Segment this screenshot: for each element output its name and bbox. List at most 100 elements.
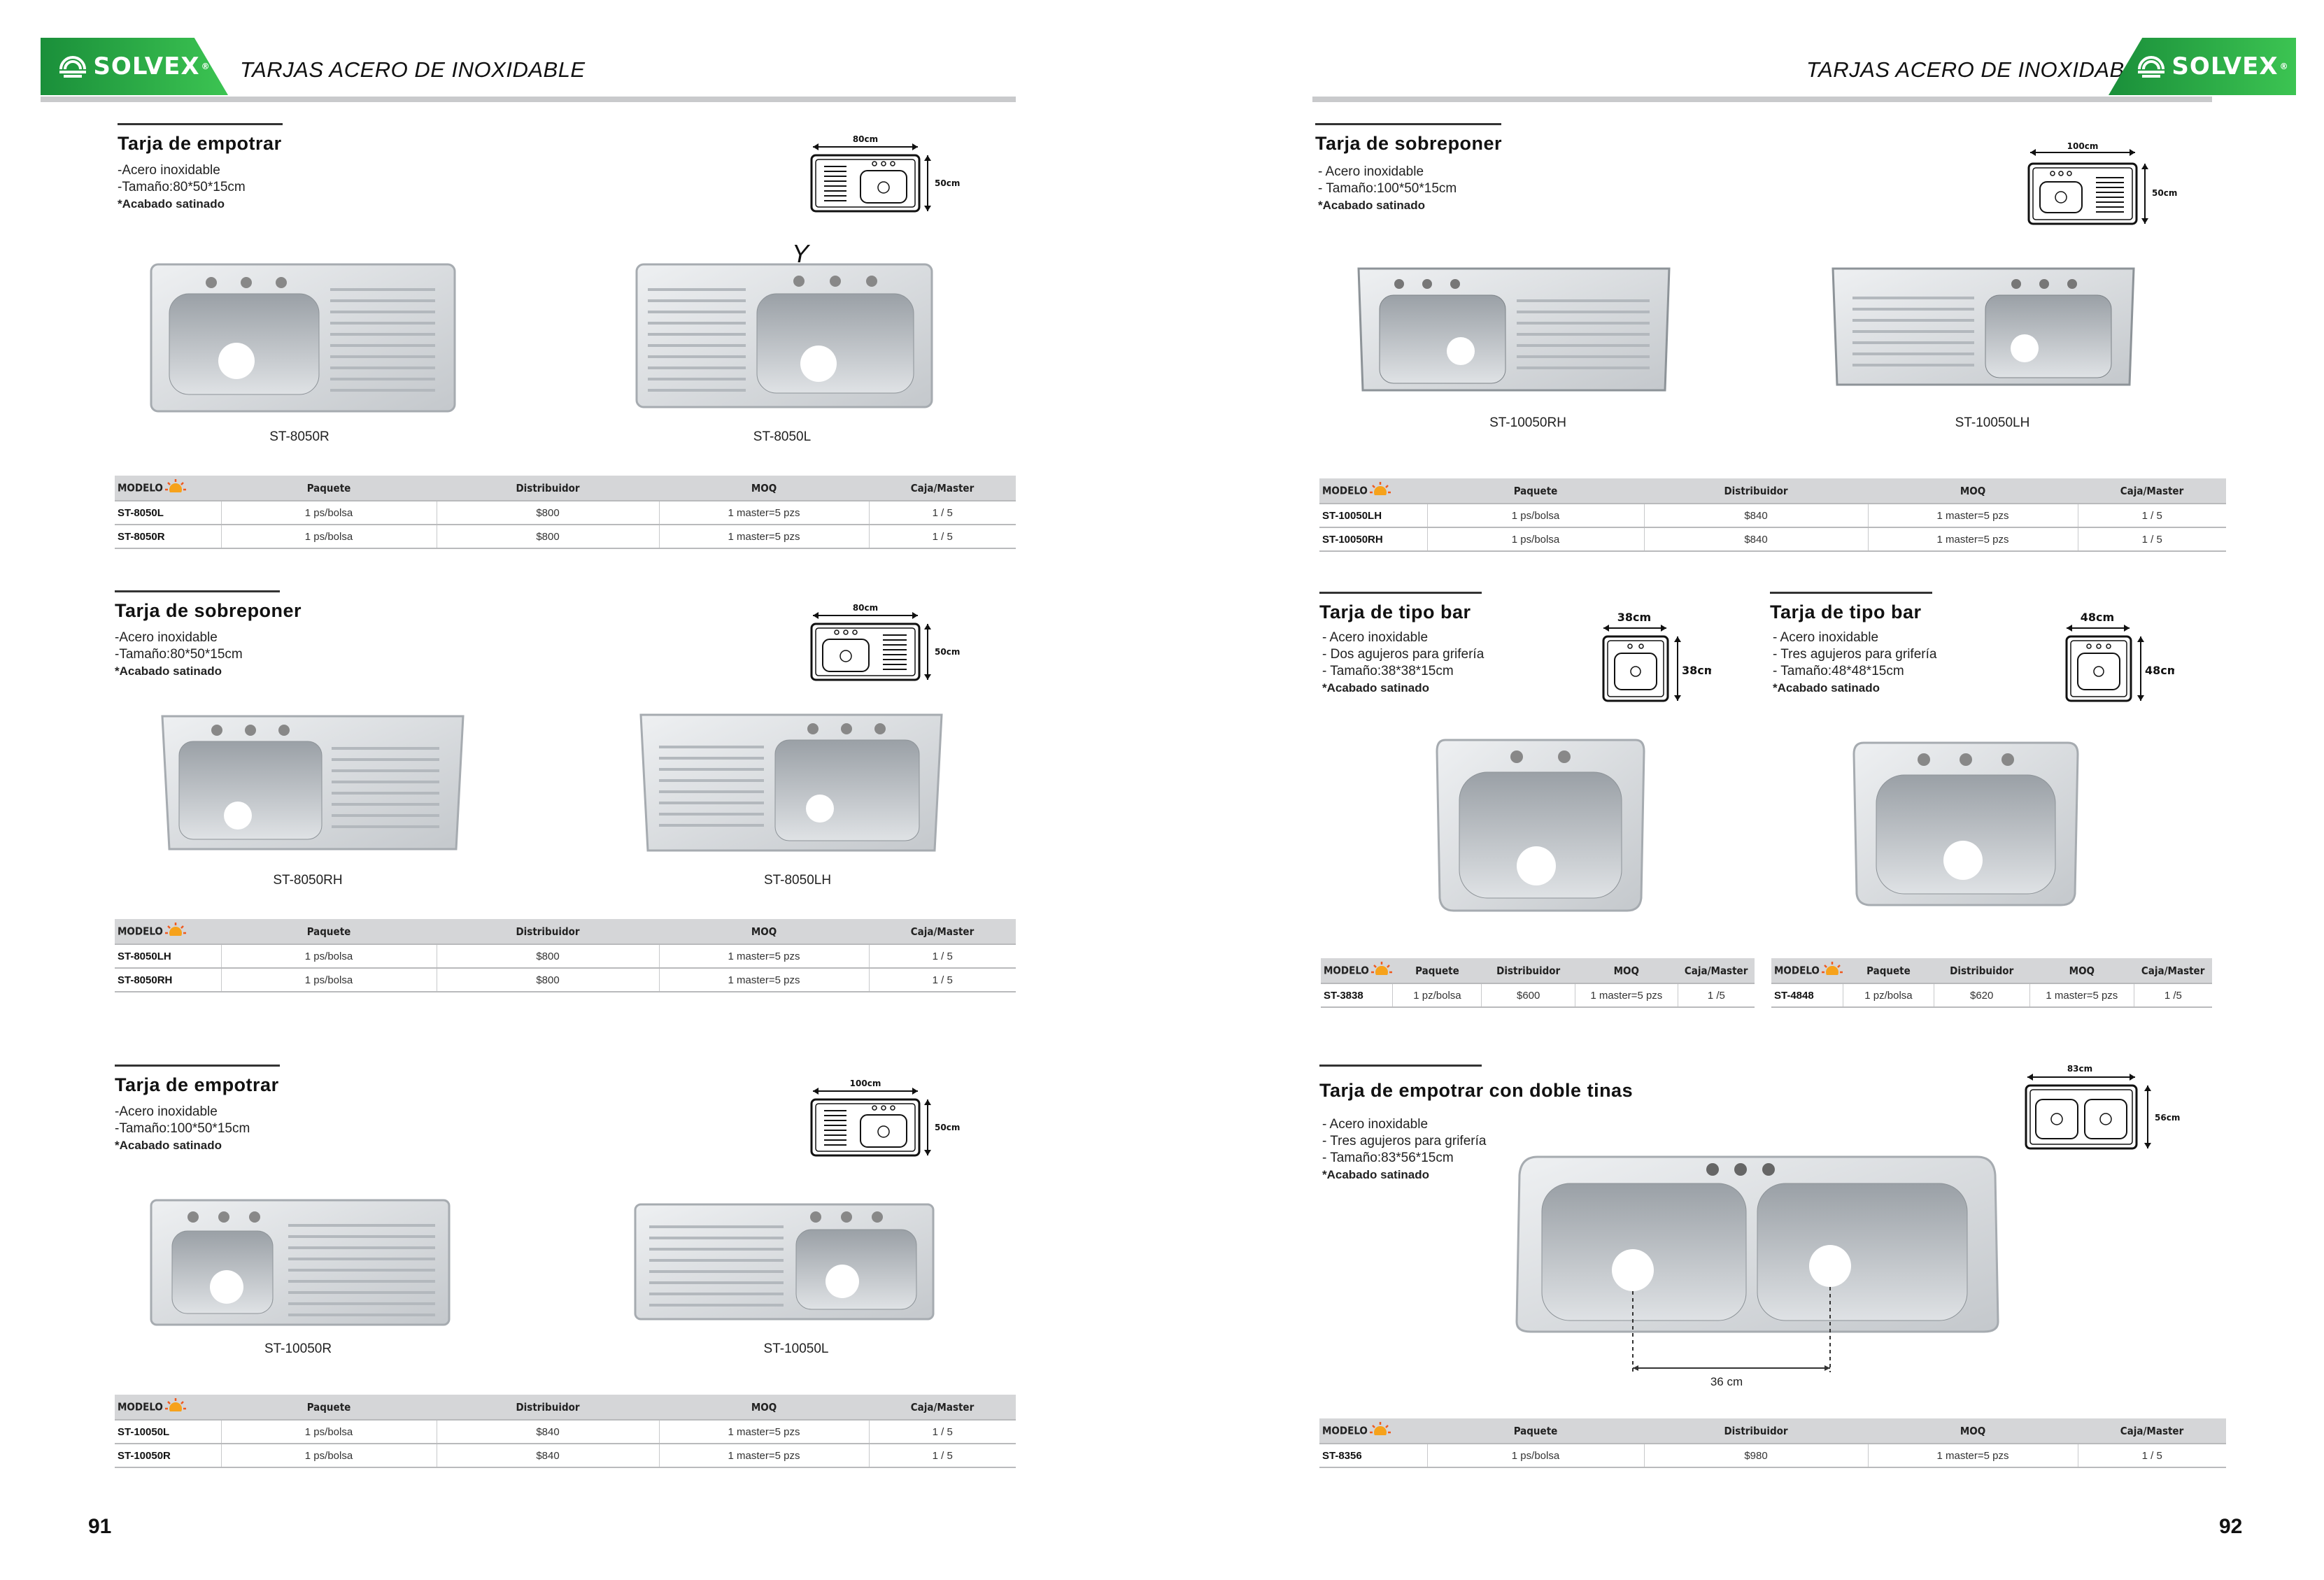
model-caption: ST-8050L — [753, 429, 812, 444]
spec-finish: *Acabado satinado — [118, 197, 225, 211]
header-title-left: TARJAS ACERO DE INOXIDABLE — [240, 57, 586, 82]
spec-finish: *Acabado satinado — [1773, 681, 1880, 695]
spec-line: - Acero inoxidable — [1322, 630, 1429, 645]
logo-text: SOLVEX — [93, 52, 200, 80]
sink-image — [635, 263, 933, 408]
sun-icon — [164, 922, 186, 941]
sink-image — [150, 1199, 451, 1326]
spec-line: - Tres agujeros para grifería — [1322, 1134, 1487, 1148]
page-number: 91 — [88, 1515, 112, 1538]
section-rule — [115, 1065, 280, 1067]
spec-line: -Acero inoxidable — [115, 1104, 218, 1119]
spec-line: - Tamaño:100*50*15cm — [1318, 181, 1457, 196]
dimension-diagram: 83cm 56cm — [2025, 1064, 2180, 1150]
page-number: 92 — [2219, 1515, 2243, 1538]
spec-finish: *Acabado satinado — [1318, 199, 1426, 212]
spec-line: - Acero inoxidable — [1322, 1117, 1429, 1132]
measurement-label: 36 cm — [1710, 1375, 1743, 1388]
header-divider-right — [1312, 97, 2212, 102]
section-rule — [1770, 592, 1932, 594]
sink-image — [161, 715, 465, 851]
spec-finish: *Acabado satinado — [115, 1139, 222, 1152]
sink-image — [1831, 267, 2135, 386]
th-modelo: MODELO — [1322, 484, 1368, 497]
sun-icon — [164, 478, 186, 498]
sun-icon — [1369, 481, 1391, 501]
dimension-diagram: 48cm 48cm — [2065, 611, 2174, 702]
dimension-diagram: 80cm 50cm — [810, 603, 960, 681]
dimension-diagram: 100cm 50cm — [2027, 143, 2177, 225]
dim-width-label: 100cm — [850, 1079, 881, 1088]
spec-line: -Tamaño:80*50*15cm — [118, 180, 246, 194]
dim-height-label: 48cm — [2145, 664, 2174, 677]
sun-icon — [164, 1397, 186, 1417]
stray-mark: Y — [792, 239, 809, 268]
dim-height-label: 50cm — [2152, 188, 2177, 198]
sink-image — [1436, 739, 1645, 912]
model-caption: ST-8050LH — [763, 873, 832, 888]
model-caption: ST-10050RH — [1489, 415, 1566, 430]
logo-text: SOLVEX — [2171, 52, 2279, 80]
logo-sun-icon — [59, 56, 87, 78]
spec-line: - Tamaño:48*48*15cm — [1773, 664, 1904, 678]
dimension-diagram: 80cm 50cm — [810, 134, 960, 213]
dimension-diagram: 38cm 38cm — [1602, 611, 1711, 702]
section-title: Tarja de tipo bar — [1770, 602, 1922, 622]
section-specs: - Acero inoxidable - Tres agujeros para … — [1773, 629, 1936, 697]
spec-line: -Tamaño:100*50*15cm — [115, 1121, 250, 1136]
model-caption: ST-10050LH — [1955, 415, 2030, 430]
header-divider-left — [41, 97, 1016, 102]
spec-line: - Acero inoxidable — [1318, 164, 1424, 179]
th-modelo: MODELO — [1322, 1424, 1368, 1437]
section-title: Tarja de sobreponer — [1315, 133, 1503, 154]
dim-height-label: 50cm — [935, 178, 960, 188]
sink-image — [150, 263, 456, 413]
spec-line: - Tamaño:38*38*15cm — [1322, 664, 1454, 678]
sun-icon — [1370, 961, 1392, 981]
spec-line: -Acero inoxidable — [115, 630, 218, 645]
dim-width-label: 83cm — [2067, 1064, 2092, 1074]
th-modelo: MODELO — [1774, 964, 1820, 976]
spec-line: - Dos agujeros para grifería — [1322, 647, 1485, 662]
logo-sun-icon — [2138, 56, 2165, 78]
section-title: Tarja de empotrar con doble tinas — [1319, 1080, 1634, 1101]
th-modelo: MODELO — [1324, 964, 1369, 976]
dim-width-label: 38cm — [1617, 611, 1651, 624]
spec-line: -Tamaño:80*50*15cm — [115, 647, 243, 662]
dim-width-label: 100cm — [2067, 143, 2099, 151]
section-specs: - Acero inoxidable - Dos agujeros para g… — [1322, 629, 1484, 697]
sink-image — [1515, 1155, 1999, 1372]
dim-height-label: 50cm — [935, 1123, 960, 1132]
header-title-right: TARJAS ACERO DE INOXIDABLE — [1806, 57, 2152, 82]
sink-image — [1357, 267, 1671, 392]
spec-line: -Acero inoxidable — [118, 163, 220, 178]
section-rule — [1319, 592, 1482, 594]
dim-height-label: 38cm — [1682, 664, 1711, 677]
sink-image — [634, 1203, 935, 1321]
dim-height-label: 50cm — [935, 647, 960, 657]
dim-width-label: 48cm — [2081, 611, 2114, 624]
section-specs: -Acero inoxidable -Tamaño:80*50*15cm *Ac… — [115, 629, 243, 680]
spec-line: - Tres agujeros para grifería — [1773, 647, 1937, 662]
th-modelo: MODELO — [118, 1400, 163, 1413]
section-title: Tarja de sobreponer — [115, 600, 302, 621]
section-rule — [1319, 1065, 1482, 1067]
dim-height-label: 56cm — [2155, 1113, 2180, 1123]
sun-icon — [1821, 961, 1843, 981]
brand-logo: SOLVEX® — [41, 38, 228, 95]
model-caption: ST-10050R — [264, 1341, 332, 1356]
